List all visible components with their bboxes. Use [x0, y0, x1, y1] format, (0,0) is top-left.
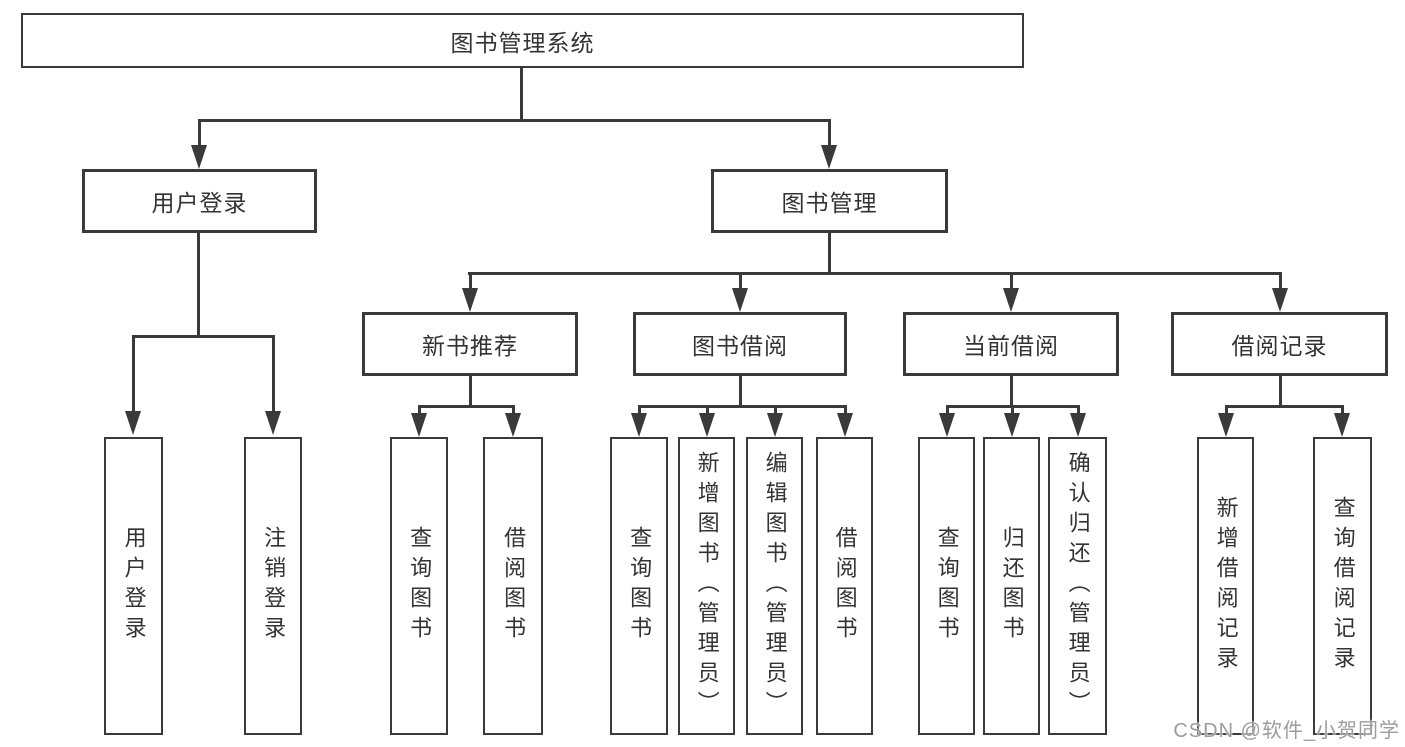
connector-line: [1279, 376, 1282, 407]
connector-line: [197, 233, 200, 337]
leaf-edit-books-admin: 编辑图书（管理员）: [746, 437, 803, 735]
connector-line: [1011, 405, 1014, 415]
arrow-down-icon: [939, 413, 955, 437]
connector-line: [739, 376, 742, 407]
connector-line: [132, 335, 135, 413]
leaf-label: 用户登录: [121, 526, 147, 646]
connector-line: [272, 335, 275, 413]
arrow-down-icon: [821, 145, 837, 169]
arrow-down-icon: [462, 288, 478, 312]
leaf-label: 归还图书: [999, 526, 1025, 646]
connector-line: [469, 376, 472, 407]
leaf-label: 新增借阅记录: [1213, 496, 1239, 676]
leaf-user-login: 用户登录: [104, 437, 163, 735]
connector-line: [739, 272, 742, 291]
csdn-watermark: CSDN @软件_小贺同学: [1173, 720, 1400, 742]
connector-line: [844, 405, 847, 415]
connector-line: [468, 272, 1281, 275]
leaf-label: 查询图书: [627, 526, 653, 646]
connector-line: [1279, 272, 1282, 291]
connector-line: [512, 405, 515, 415]
leaf-confirm-return-admin: 确认归还（管理员）: [1048, 437, 1107, 735]
arrow-down-icon: [265, 411, 281, 435]
arrow-down-icon: [767, 413, 783, 437]
node-borrowing-records: 借阅记录: [1171, 312, 1388, 376]
connector-line: [638, 405, 641, 415]
leaf-label: 注销登录: [261, 526, 287, 646]
connector-line: [1225, 405, 1228, 415]
connector-line: [774, 405, 777, 415]
leaf-query-borrow-record: 查询借阅记录: [1313, 437, 1372, 735]
arrow-down-icon: [1004, 413, 1020, 437]
connector-line: [706, 405, 709, 415]
leaf-add-books-admin: 新增图书（管理员）: [678, 437, 735, 735]
leaf-label: 编辑图书（管理员）: [762, 451, 788, 721]
connector-line: [469, 272, 472, 291]
connector-line: [520, 66, 523, 121]
connector-line: [828, 233, 831, 274]
connector-line: [828, 119, 831, 148]
connector-line: [132, 335, 274, 338]
connector-line: [1010, 272, 1013, 291]
arrow-down-icon: [1272, 288, 1288, 312]
leaf-borrow-books-recommend: 借阅图书: [483, 437, 543, 735]
connector-line: [418, 405, 514, 408]
arrow-down-icon: [505, 413, 521, 437]
arrow-down-icon: [1218, 413, 1234, 437]
node-library-management-system: 图书管理系统: [21, 13, 1024, 68]
connector-line: [418, 405, 421, 415]
arrow-down-icon: [1334, 413, 1350, 437]
leaf-logout: 注销登录: [244, 437, 302, 735]
leaf-return-books: 归还图书: [983, 437, 1040, 735]
node-user-login: 用户登录: [82, 169, 317, 233]
arrow-down-icon: [1003, 288, 1019, 312]
connector-line: [198, 119, 201, 148]
leaf-query-books-borrowing: 查询图书: [610, 437, 668, 735]
leaf-borrow-books: 借阅图书: [816, 437, 873, 735]
leaf-label: 查询图书: [934, 526, 960, 646]
node-new-book-recommend: 新书推荐: [362, 312, 578, 376]
arrow-down-icon: [191, 145, 207, 169]
leaf-label: 借阅图书: [501, 526, 527, 646]
leaf-label: 借阅图书: [832, 526, 858, 646]
arrow-down-icon: [699, 413, 715, 437]
node-current-borrowing: 当前借阅: [903, 312, 1119, 376]
arrow-down-icon: [837, 413, 853, 437]
connector-line: [1010, 376, 1013, 407]
connector-line: [946, 405, 949, 415]
arrow-down-icon: [1070, 413, 1086, 437]
leaf-label: 新增图书（管理员）: [694, 451, 720, 721]
arrow-down-icon: [732, 288, 748, 312]
connector-line: [638, 405, 846, 408]
connector-line: [1341, 405, 1344, 415]
connector-line: [198, 119, 830, 122]
leaf-label: 确认归还（管理员）: [1065, 451, 1091, 721]
arrow-down-icon: [631, 413, 647, 437]
node-book-borrowing: 图书借阅: [633, 312, 847, 376]
leaf-add-borrow-record: 新增借阅记录: [1197, 437, 1254, 735]
leaf-label: 查询图书: [407, 526, 433, 646]
leaf-query-books-recommend: 查询图书: [390, 437, 448, 735]
connector-line: [1077, 405, 1080, 415]
arrow-down-icon: [411, 413, 427, 437]
leaf-label: 查询借阅记录: [1330, 496, 1356, 676]
node-book-management: 图书管理: [711, 169, 948, 233]
arrow-down-icon: [125, 411, 141, 435]
leaf-query-books-current: 查询图书: [918, 437, 975, 735]
connector-line: [1225, 405, 1343, 408]
